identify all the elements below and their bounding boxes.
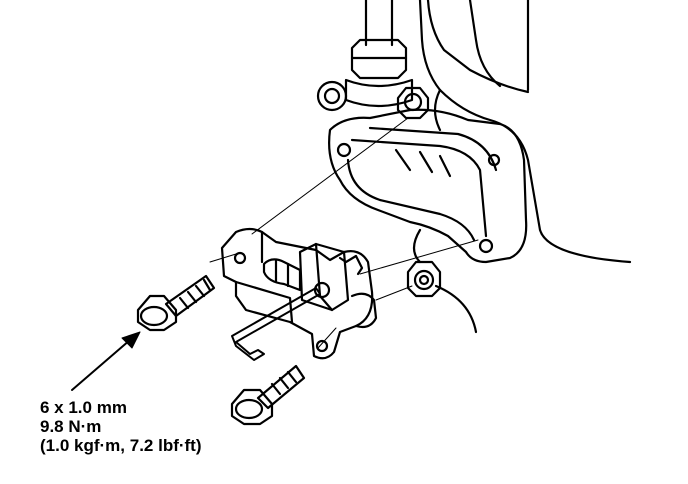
tensioner-bolt-lower (230, 364, 306, 426)
engine-housing (328, 0, 632, 334)
bolt-head-left (316, 80, 348, 112)
torque-spec-callout: 6 x 1.0 mm 9.8 N·m (1.0 kgf·m, 7.2 lbf·f… (40, 398, 202, 455)
tensioner-assembly (220, 227, 378, 360)
tensioner-bolt-upper (136, 274, 216, 332)
bolt-head-center (396, 86, 430, 120)
bolt-head-lower (406, 260, 442, 298)
torque-nm-label: 9.8 N·m (40, 417, 102, 436)
callout-arrow (71, 331, 141, 391)
bolt-size-label: 6 x 1.0 mm (40, 398, 127, 417)
alignment-lines (209, 117, 479, 349)
hex-key-pin (231, 287, 321, 361)
torque-alt-label: (1.0 kgf·m, 7.2 lbf·ft) (40, 436, 202, 455)
housing-bolts (316, 80, 442, 298)
